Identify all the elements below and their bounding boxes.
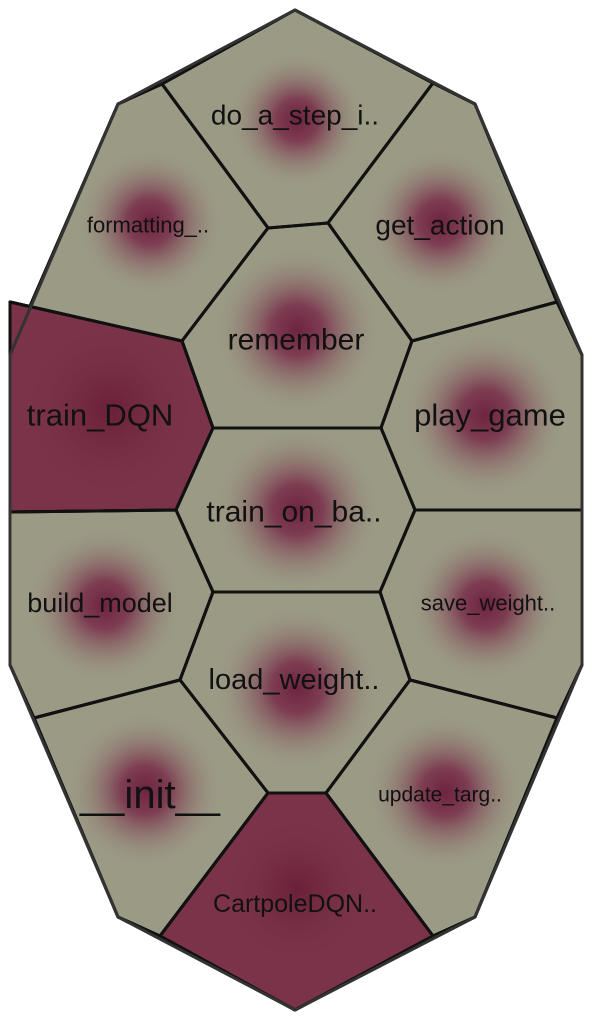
- cell-label-train-on-batch: train_on_ba..: [206, 496, 381, 529]
- cell-glow-train-dqn: [20, 320, 200, 500]
- cell-label-update-target: update_targ..: [378, 784, 502, 807]
- cell-do-a-step[interactable]: do_a_step_i..: [160, 8, 435, 230]
- cell-glow-save-weights: [407, 527, 563, 683]
- cell-load-weights[interactable]: load_weight..: [178, 590, 412, 795]
- cell-label-init: __init__: [79, 773, 221, 817]
- cell-glow-load-weights: [212, 603, 382, 773]
- cell-glow-get-action: [365, 147, 515, 297]
- cell-glow-remember: [212, 245, 382, 415]
- treemap-outline: [8, 8, 584, 1012]
- cell-label-play-game: play_game: [414, 398, 566, 433]
- cell-glow-formatting: [75, 147, 225, 297]
- cell-glow-do-a-step: [227, 50, 367, 190]
- cell-label-get-action: get_action: [375, 210, 504, 241]
- cell-train-dqn[interactable]: train_DQN: [8, 300, 215, 514]
- cell-label-train-dqn: train_DQN: [27, 398, 173, 433]
- cell-label-build-model: build_model: [27, 588, 173, 618]
- cell-update-target[interactable]: update_targ..: [324, 678, 559, 938]
- cell-glow-train-on-batch: [212, 428, 382, 592]
- cell-glow-play-game: [400, 330, 570, 500]
- cell-label-do-a-step: do_a_step_i..: [211, 100, 379, 131]
- cell-glow-init: [65, 710, 225, 870]
- cell-cartpole-dqn[interactable]: CartpoleDQN..: [158, 791, 435, 1012]
- cell-build-model[interactable]: build_model: [8, 508, 215, 720]
- cell-label-formatting: formatting_..: [87, 213, 209, 238]
- cell-label-load-weights: load_weight..: [209, 664, 380, 696]
- cell-train-on-batch[interactable]: train_on_ba..: [174, 425, 417, 595]
- cell-glow-cartpole-dqn: [222, 815, 372, 965]
- cell-save-weights[interactable]: save_weight..: [378, 508, 584, 720]
- cell-glow-build-model: [25, 525, 185, 685]
- cell-play-game[interactable]: play_game: [379, 300, 584, 512]
- cell-glow-update-target: [365, 712, 525, 872]
- cell-remember[interactable]: remember: [180, 221, 414, 430]
- cell-label-remember: remember: [228, 324, 365, 357]
- cell-label-save-weights: save_weight..: [421, 591, 556, 616]
- cell-label-cartpole-dqn: CartpoleDQN..: [213, 890, 377, 918]
